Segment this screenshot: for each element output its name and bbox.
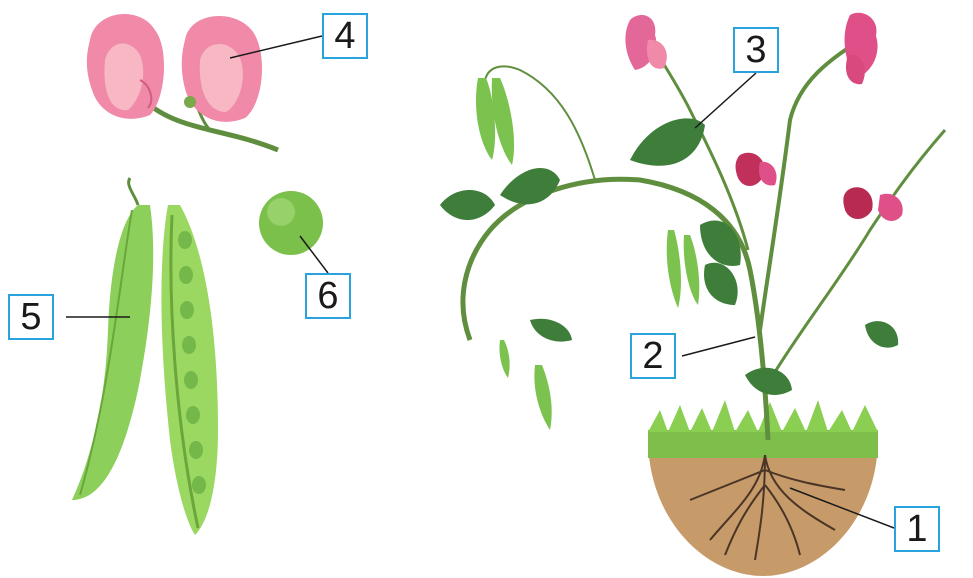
leader-line-stem bbox=[682, 337, 755, 356]
callout-root: 1 bbox=[894, 506, 940, 552]
flower-illustration bbox=[87, 14, 278, 150]
callout-leaf-number: 3 bbox=[745, 31, 766, 69]
pod-illustration bbox=[72, 178, 218, 535]
callout-flower: 4 bbox=[322, 13, 368, 59]
seed-illustration bbox=[259, 191, 323, 255]
callout-stem-number: 2 bbox=[642, 337, 663, 375]
callout-seed: 6 bbox=[305, 273, 351, 319]
callout-seed-number: 6 bbox=[317, 277, 338, 315]
callout-pod-number: 5 bbox=[20, 298, 41, 336]
callout-root-number: 1 bbox=[906, 510, 927, 548]
callout-stem: 2 bbox=[630, 333, 676, 379]
callout-flower-number: 4 bbox=[334, 17, 355, 55]
leader-line-leaf bbox=[695, 73, 756, 128]
callout-leaf: 3 bbox=[733, 27, 779, 73]
callout-pod: 5 bbox=[8, 294, 54, 340]
plant-illustration bbox=[440, 13, 945, 576]
